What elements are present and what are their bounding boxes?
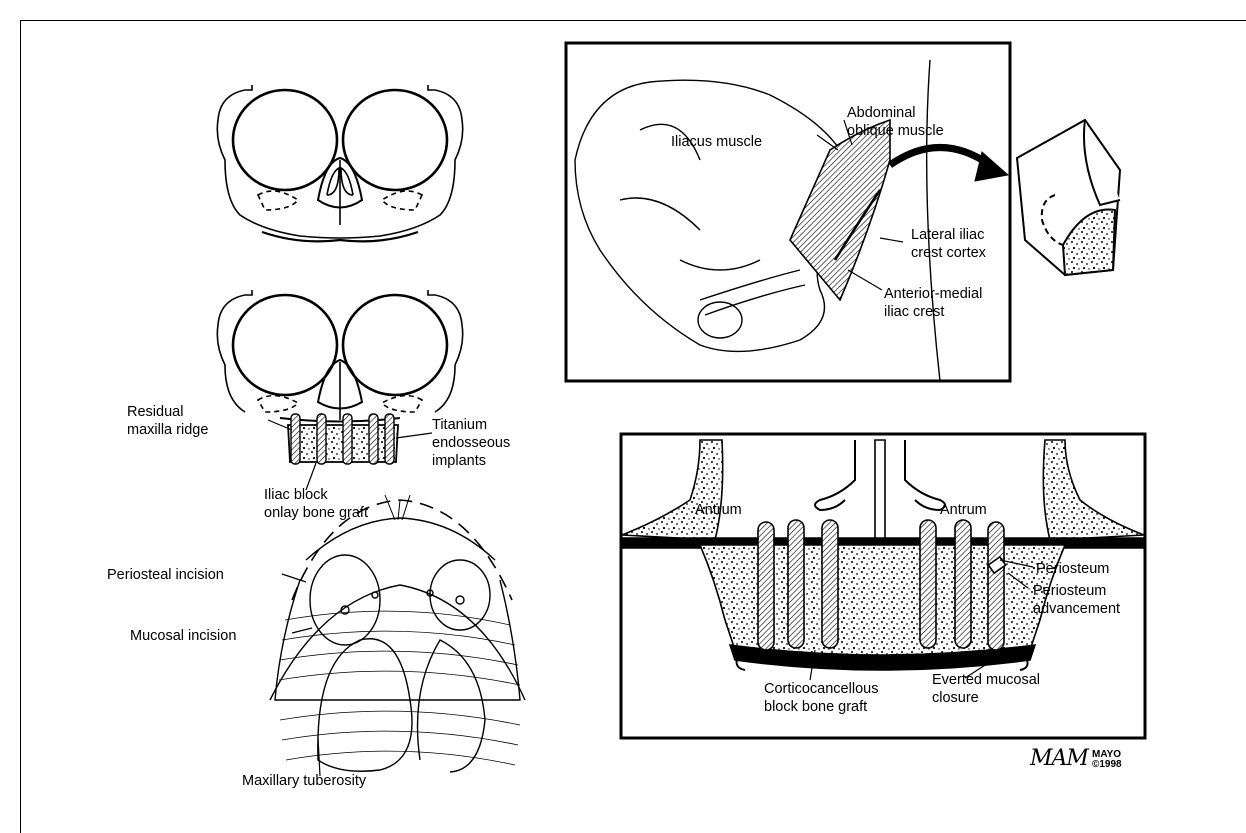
onlay-bone-graft [288,414,398,464]
label-titanium-implants: Titanium endosseous implants [432,416,510,470]
harvested-bone-block [1017,120,1120,275]
label-lateral-iliac-crest-cortex: Lateral iliac crest cortex [911,226,986,262]
label-abdominal-oblique-muscle: Abdominal oblique muscle [847,104,944,140]
label-residual-maxilla-ridge: Residual maxilla ridge [127,403,208,439]
label-corticocancellous-graft: Corticocancellous block bone graft [764,680,878,716]
label-periosteal-incision: Periosteal incision [107,566,224,584]
label-periosteum-advancement: Periosteum advancement [1033,582,1120,618]
label-anterior-medial-iliac-crest: Anterior-medial iliac crest [884,285,982,321]
label-mucosal-incision: Mucosal incision [130,627,236,645]
artist-signature: MAM [1030,746,1088,771]
label-iliacus-muscle: Iliacus muscle [671,133,762,151]
copyright-year: ©1998 [1092,760,1122,770]
label-antrum-left: Antrum [695,501,742,519]
palate-drawing [270,495,525,772]
mayo-credit: MAYO ©1998 [1092,750,1122,770]
skull-top [217,85,462,241]
skull-middle [217,290,462,422]
label-maxillary-tuberosity: Maxillary tuberosity [242,772,366,790]
label-iliac-block-graft: Iliac block onlay bone graft [264,486,368,522]
label-everted-mucosal-closure: Everted mucosal closure [932,671,1040,707]
label-antrum-right: Antrum [940,501,987,519]
iliac-panel-frame [566,43,1010,381]
label-periosteum: Periosteum [1036,560,1109,578]
